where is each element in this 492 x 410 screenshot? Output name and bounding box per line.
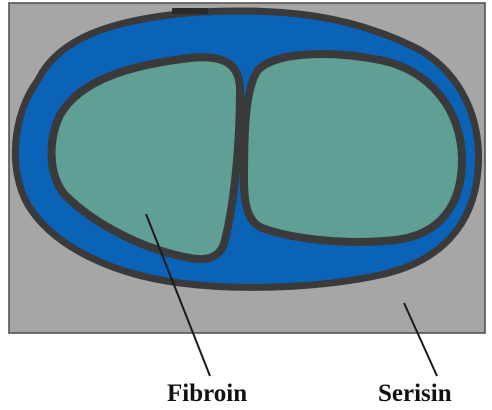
fibroin-label: Fibroin: [167, 381, 247, 406]
fibroin-core-right: [244, 54, 462, 242]
top-edge-mark: [172, 8, 208, 14]
serisin-label: Serisin: [378, 381, 452, 406]
